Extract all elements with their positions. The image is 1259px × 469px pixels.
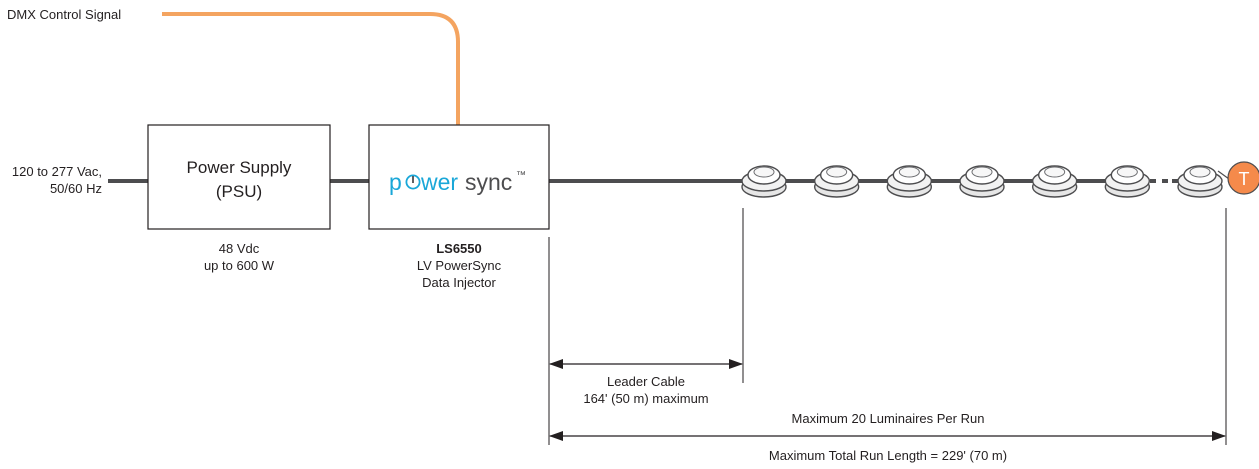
terminator-icon [1227, 161, 1259, 195]
luminaire-group [741, 165, 1223, 198]
luminaire-icon [813, 165, 860, 198]
luminaire-icon [741, 165, 787, 198]
injector-desc-line1: LV PowerSync [417, 258, 502, 273]
leader-cable-label: Leader Cable [607, 374, 685, 389]
psu-spec-power: up to 600 W [204, 258, 275, 273]
logo-wer: wer [420, 169, 458, 195]
input-voltage-line2: 50/60 Hz [50, 181, 102, 196]
data-injector-box [368, 124, 550, 230]
luminaire-icon [1177, 165, 1223, 198]
injector-desc-line2: Data Injector [422, 275, 496, 290]
luminaire-icon [959, 165, 1005, 198]
leader-cable-max-label: 164' (50 m) maximum [583, 391, 708, 406]
logo-letter-p: p [389, 169, 402, 195]
luminaire-icon [1104, 165, 1151, 198]
max-luminaires-label: Maximum 20 Luminaires Per Run [792, 411, 985, 426]
logo-sync: sync [465, 169, 512, 195]
luminaire-icon [1031, 165, 1078, 198]
max-run-length-label: Maximum Total Run Length = 229' (70 m) [769, 448, 1007, 463]
psu-title-line2: (PSU) [216, 182, 262, 201]
terminator-label: T [1239, 169, 1250, 189]
psu-title-line1: Power Supply [187, 158, 292, 177]
logo-trademark: ™ [516, 170, 526, 181]
dmx-signal-wire [162, 12, 460, 125]
input-voltage-line1: 120 to 277 Vac, [12, 164, 102, 179]
power-symbol-icon [405, 174, 421, 190]
psu-spec-voltage: 48 Vdc [219, 241, 260, 256]
injector-model: LS6550 [436, 241, 482, 256]
power-supply-box [147, 124, 331, 230]
powersync-logo: p wer sync ™ [389, 169, 526, 195]
luminaire-icon [886, 165, 933, 198]
dmx-signal-label: DMX Control Signal [7, 7, 121, 22]
